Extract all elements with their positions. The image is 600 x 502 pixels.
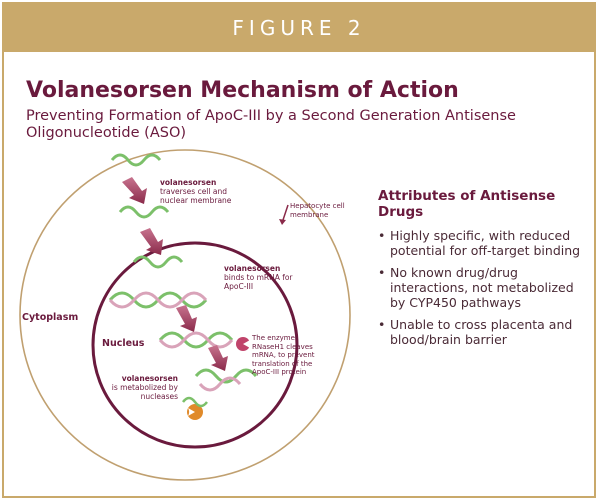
helix-green — [194, 368, 258, 384]
helix-pink — [158, 331, 234, 349]
cell-membrane — [19, 149, 351, 481]
cytoplasm-label: Cytoplasm — [22, 312, 79, 323]
helix-pink — [108, 291, 208, 309]
figure-banner: FIGURE 2 — [4, 4, 594, 52]
attributes-heading: Attributes of Antisense Drugs — [378, 188, 556, 220]
mrna-fragment — [198, 376, 242, 392]
aso-strand — [118, 205, 170, 219]
nucleus-membrane — [91, 241, 299, 449]
attributes-panel: Attributes of Antisense Drugs Highly spe… — [378, 188, 588, 354]
nucleus-label: Nucleus — [102, 338, 145, 349]
helix-green — [158, 331, 234, 349]
figure-subtitle: Preventing Formation of ApoC-III by a Se… — [26, 108, 516, 141]
aso-strand — [132, 255, 184, 269]
attributes-list: Highly specific, with reduced potential … — [378, 228, 588, 347]
step-arrows — [122, 177, 228, 371]
attribute-item: Unable to cross placenta and blood/brain… — [378, 317, 588, 347]
step3-label: The enzyme RNaseH1 cleaves mRNA, to prev… — [252, 334, 315, 376]
hepatocyte-label: Hepatocyte cell membrane — [290, 202, 345, 219]
attribute-item: Highly specific, with reduced potential … — [378, 228, 588, 258]
aso-strand — [110, 153, 162, 167]
attribute-item: No known drug/drug interactions, not met… — [378, 265, 588, 310]
figure-title: Volanesorsen Mechanism of Action — [26, 78, 459, 103]
